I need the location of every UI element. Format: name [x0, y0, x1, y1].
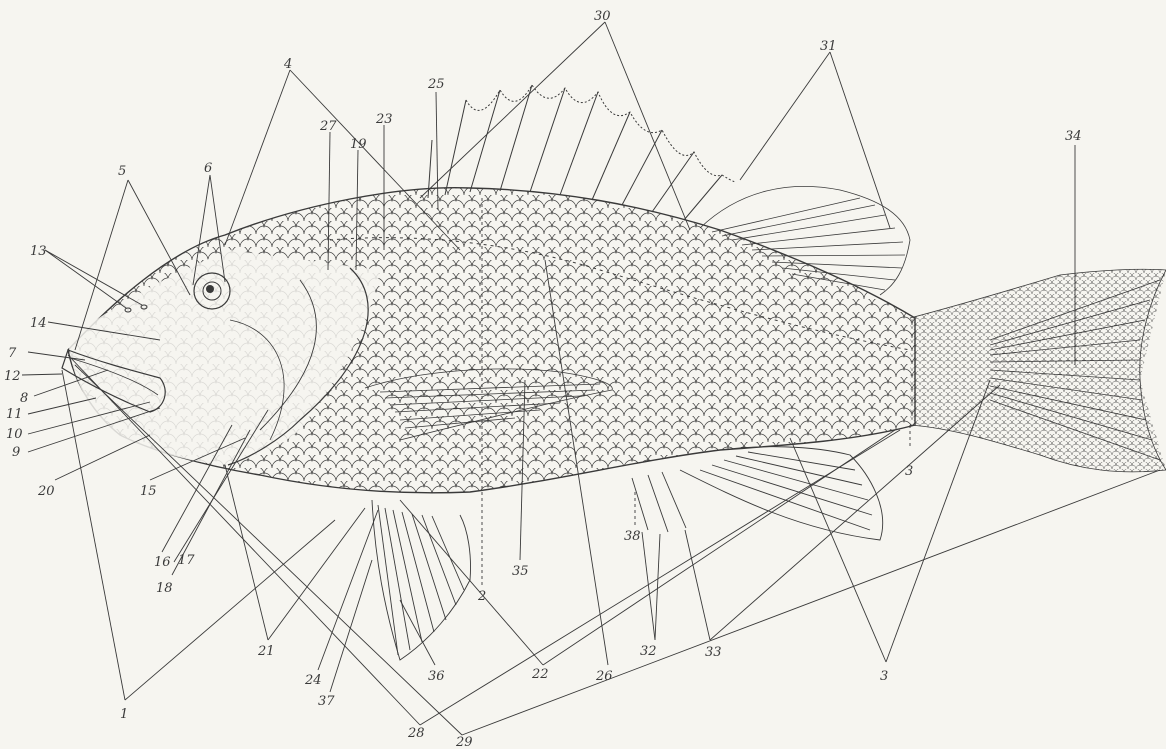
label-12: 12: [4, 369, 21, 384]
label-37: 37: [318, 694, 335, 709]
label-28: 28: [407, 726, 425, 741]
label-33: 33: [705, 645, 722, 660]
label-8: 8: [20, 391, 28, 406]
label-17: 17: [178, 553, 195, 568]
label-14: 14: [30, 316, 47, 331]
label-15: 15: [140, 484, 157, 499]
label-35: 35: [512, 564, 529, 579]
label-24: 24: [304, 673, 322, 688]
label-29: 29: [455, 735, 473, 749]
label-3b: 3: [880, 669, 888, 684]
label-22: 22: [531, 667, 549, 682]
label-27: 27: [319, 119, 337, 134]
label-21: 21: [257, 644, 275, 659]
label-31: 31: [820, 39, 837, 54]
label-25: 25: [427, 77, 445, 92]
label-10: 10: [6, 427, 23, 442]
label-30: 30: [594, 9, 611, 24]
label-18: 18: [156, 581, 173, 596]
label-6: 6: [204, 161, 212, 176]
label-13: 13: [30, 244, 47, 259]
label-23: 23: [375, 112, 393, 127]
label-26: 26: [595, 669, 613, 684]
label-36: 36: [428, 669, 445, 684]
label-3a: 3: [905, 464, 913, 479]
fish-body: [60, 180, 920, 500]
label-5: 5: [118, 164, 126, 179]
label-19: 19: [350, 137, 367, 152]
anal-fin: [632, 447, 883, 540]
label-34: 34: [1065, 129, 1082, 144]
label-11: 11: [6, 407, 23, 422]
label-7: 7: [8, 346, 17, 361]
label-32: 32: [640, 644, 657, 659]
label-2: 2: [477, 589, 486, 604]
label-4: 4: [283, 57, 292, 72]
caudal-fin: [905, 260, 1166, 480]
label-20: 20: [37, 484, 55, 499]
label-16: 16: [154, 555, 171, 570]
label-9: 9: [12, 445, 20, 460]
label-1: 1: [120, 707, 128, 722]
label-38: 38: [624, 529, 641, 544]
